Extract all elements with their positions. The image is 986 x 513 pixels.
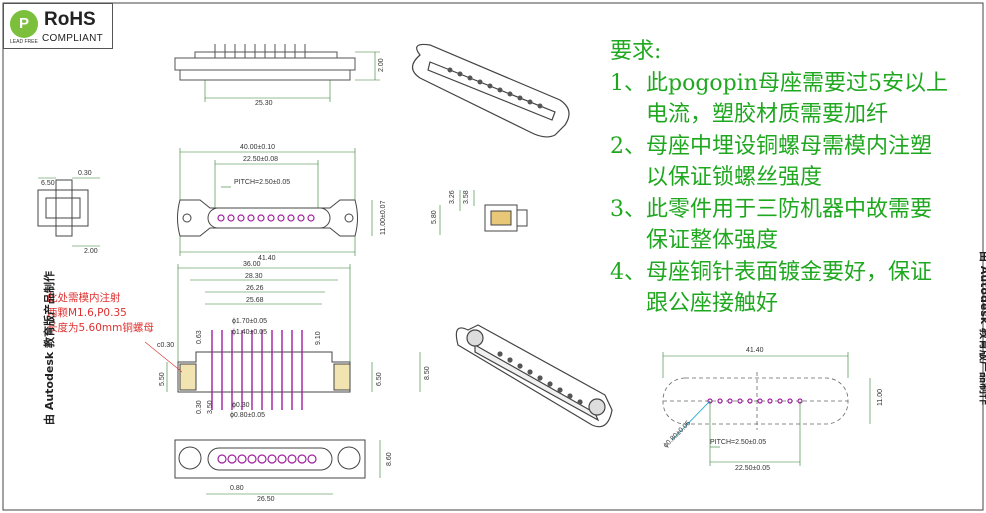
dim-sec-063: 0.63 xyxy=(196,330,203,344)
req-text: 此零件用于三防机器中故需要 xyxy=(646,196,933,222)
requirement-1-cont: 电流，塑胶材质需要加纤 xyxy=(646,102,889,127)
rohs-compliant: COMPLIANT xyxy=(42,33,104,44)
dim-body-width: 41.40 xyxy=(258,255,276,262)
requirement-4-cont: 跟公座接触好 xyxy=(646,291,779,316)
dim-side-a: 6.50 xyxy=(41,180,55,187)
iso-view-top xyxy=(411,43,570,138)
req-text: 母座中埋设铜螺母需模内注塑 xyxy=(646,133,933,159)
requirements-block: 要求: 1、此pogopin母座需要过5安以上 电流，塑胶材质需要加纤 2、母座… xyxy=(610,36,948,320)
req-text: 此pogopin母座需要过5安以上 xyxy=(646,70,948,96)
dim-sec-d140: ϕ1.40±0.05 xyxy=(232,329,267,336)
dim-sec-2830: 28.30 xyxy=(245,273,263,280)
dim-side-b: 0.30 xyxy=(78,170,92,177)
footprint-view xyxy=(662,372,849,430)
dim-sec-650: 6.50 xyxy=(376,372,383,386)
bottom-view xyxy=(174,439,366,479)
watermark-left: 由 Autodesk 教育版产品制作 xyxy=(43,270,57,426)
dim-sec-d080: ϕ0.80±0.05 xyxy=(230,412,265,419)
leader-line xyxy=(671,400,711,441)
side-dims xyxy=(38,177,100,247)
rohs-badge-icon: P xyxy=(10,10,38,38)
req-num: 4、 xyxy=(610,259,646,285)
req-num: 3、 xyxy=(610,196,646,222)
section-pins xyxy=(211,330,303,410)
note-line-1: 此处需模内注射 xyxy=(47,292,121,304)
mini-dims xyxy=(439,190,475,235)
dim-top-height: 2.00 xyxy=(378,58,385,72)
dim-pin-span: 22.50±0.08 xyxy=(243,156,278,163)
dim-r-pitch: PITCH=2.50±0.05 xyxy=(710,439,766,446)
top-profile-view xyxy=(174,44,356,81)
dim-r-4140: 41.40 xyxy=(746,347,764,354)
req-text: 母座铜针表面镀金要好，保证 xyxy=(646,259,933,285)
rohs-title: RoHS xyxy=(44,9,96,30)
dim-body-height: 11.00±0.07 xyxy=(380,200,387,235)
mini-side-view xyxy=(484,204,528,232)
bottom-pins xyxy=(217,454,317,464)
injection-note: 此处需模内注射 两颗M1.6,P0.35 长度为5.60mm铜螺母 xyxy=(47,291,154,336)
dim-sec-36: 36.00 xyxy=(243,261,261,268)
dim-bot-080: 0.80 xyxy=(230,485,244,492)
requirement-3-cont: 保证整体强度 xyxy=(646,228,779,253)
side-view-left xyxy=(37,179,89,237)
requirement-4: 4、母座铜针表面镀金要好，保证 xyxy=(610,257,948,289)
requirements-heading: 要求: xyxy=(610,39,662,64)
requirement-1: 1、此pogopin母座需要过5安以上 xyxy=(610,68,948,100)
requirement-2-cont: 以保证锁螺丝强度 xyxy=(646,165,823,190)
top-dims xyxy=(204,51,380,102)
dim-mini-b: 3.58 xyxy=(463,190,470,204)
rohs-leadfree: LEAD FREE xyxy=(10,39,38,45)
dim-mini-c: 5.80 xyxy=(431,210,438,224)
front-pins xyxy=(217,214,315,222)
dim-r-2250: 22.50±0.05 xyxy=(735,465,770,472)
section-dims xyxy=(166,264,421,392)
dim-sec-c030: c0.30 xyxy=(157,342,174,349)
dim-sec-910: 9.10 xyxy=(315,331,322,345)
req-num: 2、 xyxy=(610,133,646,159)
req-num: 1、 xyxy=(610,70,646,96)
watermark-right: 由 Autodesk 教育版产品制作 xyxy=(978,251,986,406)
dim-sec-550a: 5.50 xyxy=(159,372,166,386)
note-line-3: 长度为5.60mm铜螺母 xyxy=(47,322,154,334)
dim-bot-2650: 26.50 xyxy=(257,496,275,503)
footprint-dims xyxy=(662,352,871,466)
dim-mini-a: 3.26 xyxy=(449,190,456,204)
dim-sec-350: 3.50 xyxy=(207,400,214,414)
section-view xyxy=(177,351,351,393)
dim-top-width: 25.30 xyxy=(255,100,273,107)
dim-overall: 40.00±0.10 xyxy=(240,144,275,151)
dim-side-c: 2.00 xyxy=(84,248,98,255)
dim-sec-030: 0.30 xyxy=(196,400,203,414)
dim-sec-2568: 25.68 xyxy=(246,297,264,304)
footprint-pins xyxy=(707,398,803,404)
dim-pitch: PITCH=2.50±0.05 xyxy=(234,179,290,186)
note-line-2: 两颗M1.6,P0.35 xyxy=(47,307,127,319)
dim-sec-850: 8.50 xyxy=(424,366,431,380)
dim-r-d080: ϕ0.80±0.05 xyxy=(662,420,692,450)
front-dims xyxy=(179,148,373,256)
requirement-3: 3、此零件用于三防机器中故需要 xyxy=(610,194,948,226)
bottom-dims xyxy=(206,440,381,495)
dim-sec-d030: ϕ0.30 xyxy=(232,402,250,409)
requirement-2: 2、母座中埋设铜螺母需模内注塑 xyxy=(610,131,948,163)
dim-sec-2626: 26.26 xyxy=(246,285,264,292)
note-leader xyxy=(144,341,183,373)
dim-sec-d170: ϕ1.70±0.05 xyxy=(232,318,267,325)
dim-bot-860: 8.60 xyxy=(386,452,393,466)
dim-r-1100: 11.00 xyxy=(877,389,884,406)
rohs-logo: P RoHS COMPLIANT LEAD FREE xyxy=(3,3,113,49)
iso-view-bottom xyxy=(455,324,613,428)
